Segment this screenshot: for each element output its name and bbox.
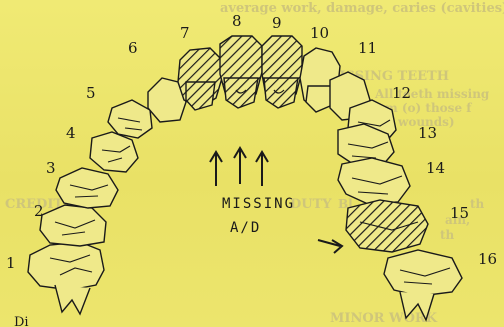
- tooth-number-8: 8: [232, 12, 242, 30]
- left-arch-teeth: [28, 78, 186, 314]
- bg-print-line4: m (o) those f: [385, 101, 472, 115]
- bg-print-line7: DUTY: [290, 197, 332, 212]
- tooth-number-12: 12: [392, 84, 411, 102]
- bg-print-line12: MINOR WORK: [330, 311, 438, 326]
- front-teeth: [178, 36, 340, 112]
- bg-print-line1: average work, damage, caries (cavities) …: [220, 1, 504, 16]
- tooth-number-10: 10: [310, 24, 329, 42]
- tooth-number-15: 15: [450, 204, 469, 222]
- tooth-number-11: 11: [358, 39, 377, 57]
- tooth-2: [40, 205, 106, 246]
- tooth-1: [28, 242, 104, 314]
- tooth-number-9: 9: [272, 14, 282, 32]
- tooth-8-missing: [220, 36, 262, 108]
- tooth-number-3: 3: [46, 159, 56, 177]
- tooth-number-16: 16: [478, 250, 497, 268]
- bg-print-line11: th: [440, 228, 455, 242]
- tooth-number-7: 7: [180, 24, 190, 42]
- tooth-4: [90, 132, 138, 172]
- tooth-16: [384, 250, 462, 320]
- tooth-number-5: 5: [86, 84, 96, 102]
- tooth-9-missing: [262, 36, 302, 108]
- tooth-number-1: 1: [6, 254, 16, 272]
- tooth-3: [56, 168, 118, 208]
- bg-print-line9: th: [470, 197, 485, 211]
- missing-label: MISSING: [222, 196, 295, 212]
- tooth-number-2: 2: [34, 202, 44, 220]
- bottom-caption: Di: [14, 315, 29, 327]
- missing-sub-label: A/D: [230, 220, 261, 236]
- tooth-7-missing: [178, 48, 222, 110]
- tooth-15: [346, 200, 428, 252]
- tooth-number-14: 14: [426, 159, 445, 177]
- tooth-number-13: 13: [418, 124, 437, 142]
- tooth-number-6: 6: [128, 39, 138, 57]
- tooth-number-4: 4: [66, 124, 76, 142]
